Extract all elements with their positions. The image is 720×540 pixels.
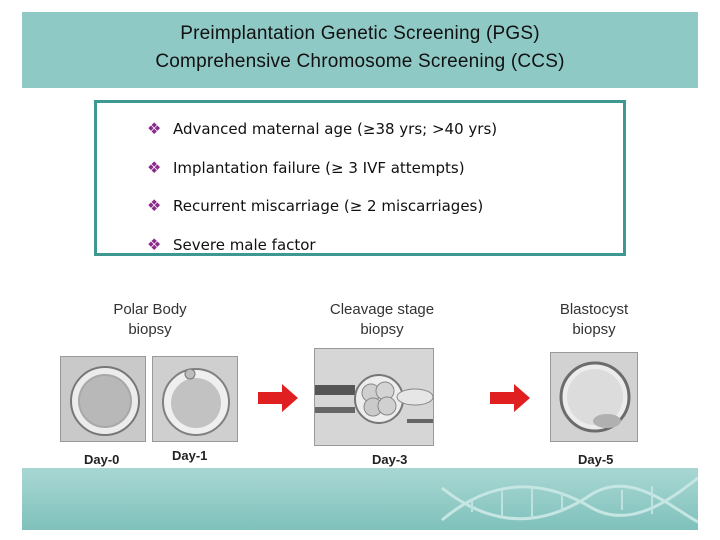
indication-text: Advanced maternal age (≥38 yrs; >40 yrs): [173, 120, 498, 138]
indication-item: ❖ Advanced maternal age (≥38 yrs; >40 yr…: [147, 117, 623, 156]
indication-text: Recurrent miscarriage (≥ 2 miscarriages): [173, 197, 484, 215]
diamond-bullet-icon: ❖: [147, 119, 162, 138]
day3-cleavage-embryo-image: [314, 348, 434, 446]
stage-label-line2: biopsy: [360, 321, 404, 338]
diamond-bullet-icon: ❖: [147, 157, 162, 177]
diamond-bullet-icon: ❖: [147, 196, 162, 215]
indication-item: ❖ Severe male factor: [147, 233, 623, 272]
dna-helix-decoration: [441, 476, 698, 524]
day0-oocyte-image: [60, 356, 146, 442]
cleavage-stage-biopsy-label: Cleavage stage biopsy: [312, 300, 452, 340]
stage-label-line1: Blastocyst: [559, 301, 629, 318]
arrow-right-icon: [490, 384, 530, 412]
day0-label: Day-0: [84, 452, 120, 467]
indication-text: Severe male factor: [173, 235, 316, 254]
indication-item: ❖ Implantation failure (≥ 3 IVF attempts…: [147, 156, 623, 195]
title-banner: Preimplantation Genetic Screening (PGS) …: [22, 12, 698, 88]
day3-label: Day-3: [372, 452, 408, 467]
stage-label-line1: Cleavage stage: [329, 301, 435, 318]
day5-label: Day-5: [578, 452, 614, 467]
indications-box: ❖ Advanced maternal age (≥38 yrs; >40 yr…: [94, 100, 626, 256]
diamond-bullet-icon: ❖: [147, 234, 162, 254]
day1-zygote-image: [152, 356, 238, 442]
stage-label-line1: Polar Body: [113, 301, 187, 318]
footer-banner: [22, 468, 698, 530]
polar-body-biopsy-label: Polar Body biopsy: [92, 300, 208, 340]
day5-blastocyst-image: [550, 352, 638, 442]
indications-list: ❖ Advanced maternal age (≥38 yrs; >40 yr…: [97, 103, 623, 271]
day1-label: Day-1: [172, 448, 208, 463]
stage-label-line2: biopsy: [572, 321, 616, 338]
title-line-2: Comprehensive Chromosome Screening (CCS): [155, 51, 565, 72]
indication-text: Implantation failure (≥ 3 IVF attempts): [173, 158, 465, 177]
title-line-1: Preimplantation Genetic Screening (PGS): [180, 23, 540, 44]
blastocyst-biopsy-label: Blastocyst biopsy: [540, 300, 648, 340]
stage-label-line2: biopsy: [128, 321, 172, 338]
indication-item: ❖ Recurrent miscarriage (≥ 2 miscarriage…: [147, 194, 623, 233]
arrow-right-icon: [258, 384, 298, 412]
